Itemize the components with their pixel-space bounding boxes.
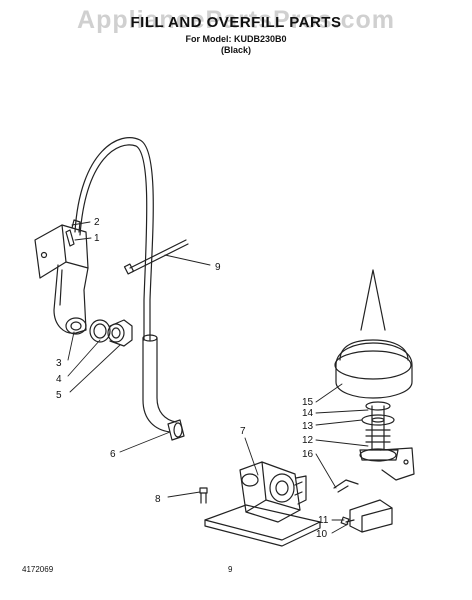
color-line: (Black) (220, 45, 251, 55)
callout-7: 7 (240, 426, 246, 437)
fill-valve (204, 461, 321, 547)
callout-4: 4 (56, 374, 62, 385)
callout-11: 11 (318, 515, 329, 526)
document-number: 4172069 (22, 565, 54, 574)
diagram-title: FILL AND OVERFILL PARTS (130, 14, 342, 31)
float-stem-and-washers (359, 401, 399, 462)
watermark: AppliancePartsPros.com (77, 6, 395, 34)
float-switch (340, 499, 393, 533)
callout-12: 12 (302, 435, 314, 446)
fill-hose (142, 334, 185, 441)
callout-2: 2 (94, 217, 100, 228)
fill-funnel-bracket (34, 219, 89, 335)
callout-16: 16 (302, 449, 314, 460)
callout-1: 1 (94, 233, 100, 244)
page-number: 9 (228, 565, 233, 574)
callout-14: 14 (302, 408, 314, 419)
washer-and-nut (89, 319, 133, 347)
callout-3: 3 (56, 358, 62, 369)
tie-strap (123, 239, 189, 275)
callout-15: 15 (302, 397, 314, 408)
callout-9: 9 (215, 262, 221, 273)
callout-10: 10 (316, 529, 328, 540)
screw (199, 487, 208, 504)
leader-lines (67, 221, 369, 534)
callout-13: 13 (302, 421, 314, 432)
callout-6: 6 (110, 449, 116, 460)
switch-bracket (333, 447, 415, 493)
callout-8: 8 (155, 494, 161, 505)
model-line: For Model: KUDB230B0 (185, 34, 287, 44)
float (334, 269, 413, 399)
fill-tube (74, 137, 154, 341)
callout-labels: 1 2 3 4 5 6 7 8 9 10 11 12 13 14 15 16 (56, 217, 329, 540)
callout-5: 5 (56, 390, 62, 401)
